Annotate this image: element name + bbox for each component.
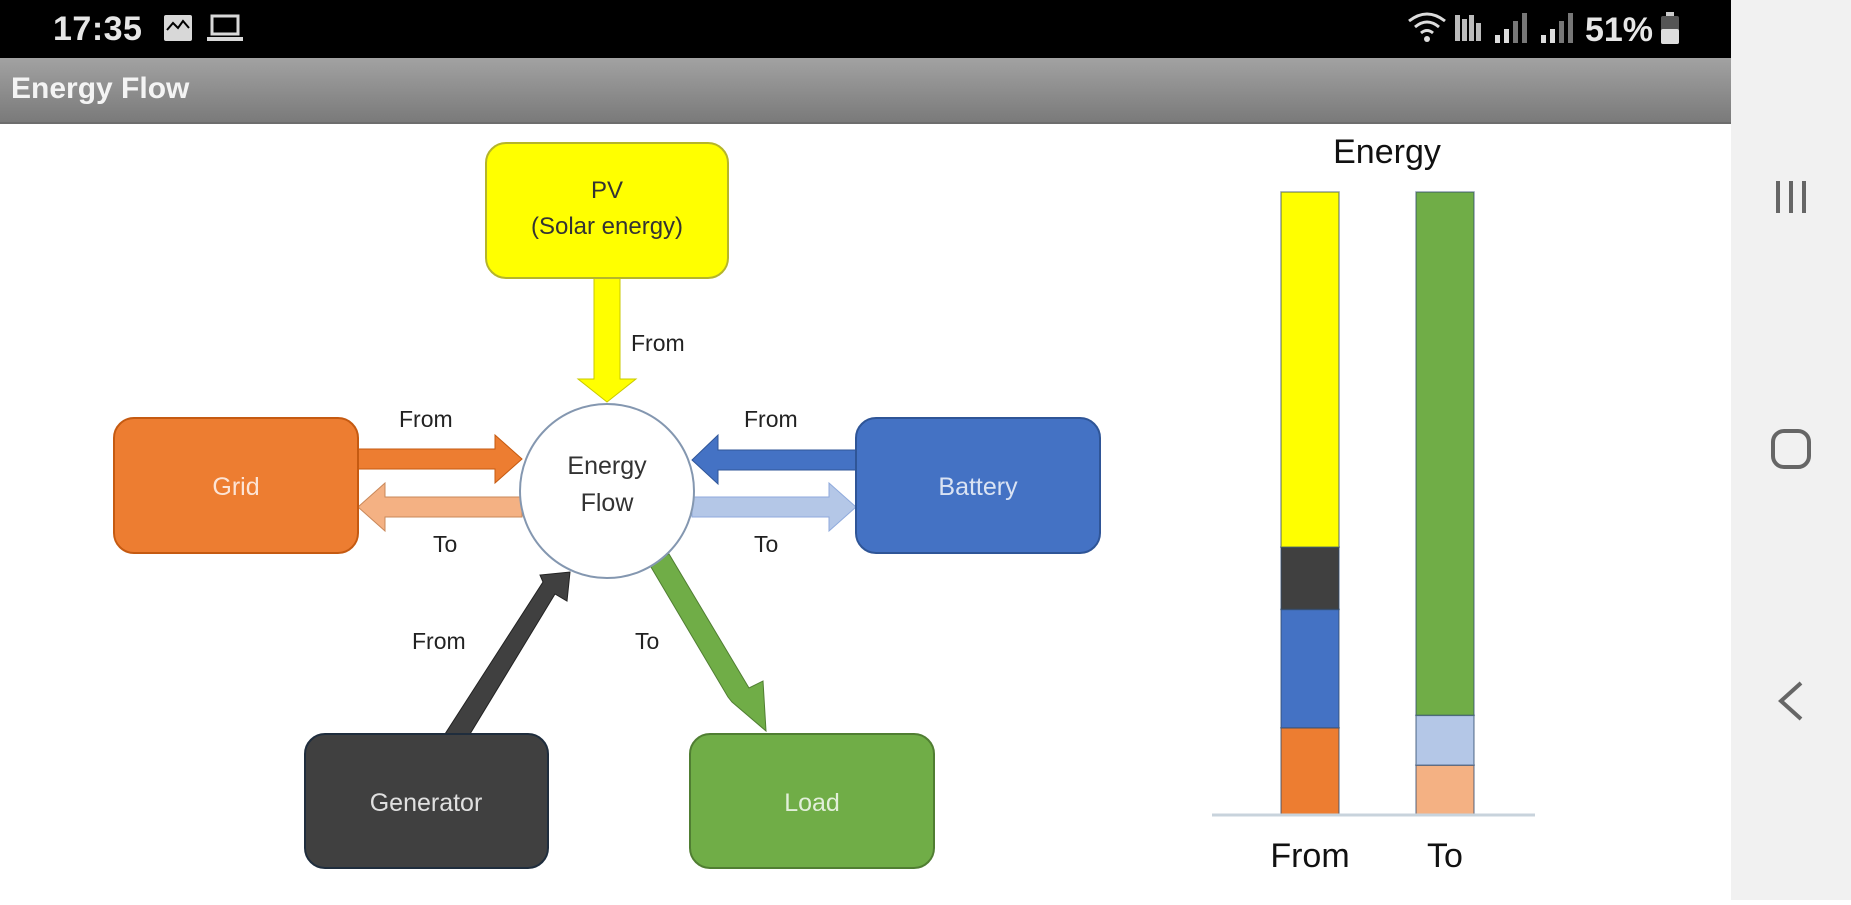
load-node[interactable]: Load <box>689 733 935 869</box>
grid-node-label: Grid <box>212 473 259 501</box>
energy-chart: Energy From To <box>1212 133 1535 875</box>
back-button[interactable] <box>1731 656 1851 746</box>
generator-from-arrow <box>444 571 571 735</box>
bar-layer <box>1280 191 1475 816</box>
battery-icon <box>1659 11 1681 50</box>
pv-node-label-line1: PV <box>591 177 623 204</box>
recents-icon <box>1776 181 1806 213</box>
laptop-icon <box>206 14 244 49</box>
category-label-to: To <box>1427 837 1463 875</box>
category-label-from: From <box>1270 837 1349 875</box>
bar-segment-battery-from <box>1280 608 1340 729</box>
signal-icon <box>1539 11 1579 50</box>
pv-from-arrow <box>576 277 638 403</box>
battery-to-arrow <box>691 481 857 533</box>
content-area: From From To From To From To Energy Flow… <box>0 124 1731 900</box>
category-labels: From To <box>1270 837 1463 875</box>
pv-node-label-line2: (Solar energy) <box>531 213 683 240</box>
signal-icon <box>1493 11 1533 50</box>
load-to-arrow <box>647 553 767 733</box>
app-bar: Energy Flow <box>0 58 1731 124</box>
back-icon <box>1778 681 1803 721</box>
load-to-label: To <box>635 628 659 654</box>
battery-from-arrow <box>691 433 858 486</box>
grid-to-arrow <box>357 481 523 533</box>
recents-button[interactable] <box>1731 152 1851 242</box>
bar-segment-generator-from <box>1280 546 1340 611</box>
home-icon <box>1771 429 1811 469</box>
bar-segment-grid-from <box>1280 727 1340 816</box>
grid-to-label: To <box>433 531 457 557</box>
battery-node[interactable]: Battery <box>855 417 1101 554</box>
grid-node[interactable]: Grid <box>113 417 359 554</box>
grid-from-label: From <box>399 406 453 432</box>
load-node-label: Load <box>784 789 840 817</box>
bar-segment-battery-to <box>1415 714 1475 766</box>
pv-node[interactable]: PV (Solar energy) <box>485 142 729 279</box>
battery-node-label: Battery <box>938 473 1018 501</box>
app-title: Energy Flow <box>11 72 190 105</box>
chart-title: Energy <box>1333 133 1441 171</box>
status-time: 17:35 <box>53 10 143 48</box>
battery-percent: 51% <box>1584 10 1653 49</box>
wifi-icon <box>1407 11 1447 50</box>
generator-node[interactable]: Generator <box>304 733 549 869</box>
battery-to-label: To <box>754 531 778 557</box>
bar-segment-grid-to <box>1415 764 1475 816</box>
generator-from-label: From <box>412 628 466 654</box>
generator-node-label: Generator <box>370 789 483 817</box>
bar-segment-load-to <box>1415 191 1475 717</box>
navigation-bar <box>1731 0 1851 900</box>
hub-label-line1: Energy <box>567 452 647 480</box>
volte-icon <box>1453 11 1487 50</box>
status-bar: 17:35 51% <box>0 0 1731 58</box>
grid-from-arrow <box>356 433 523 485</box>
hub-label-line2: Flow <box>581 489 635 517</box>
pv-from-label: From <box>631 330 685 356</box>
energy-flow-canvas: From From To From To From To Energy Flow… <box>113 133 1535 875</box>
status-icons: 51% <box>1407 10 1681 50</box>
energy-flow-hub: Energy Flow <box>519 403 695 579</box>
bar-segment-pv-from <box>1280 191 1340 548</box>
battery-from-label: From <box>744 406 798 432</box>
gallery-icon <box>163 14 193 47</box>
home-button[interactable] <box>1731 404 1851 494</box>
